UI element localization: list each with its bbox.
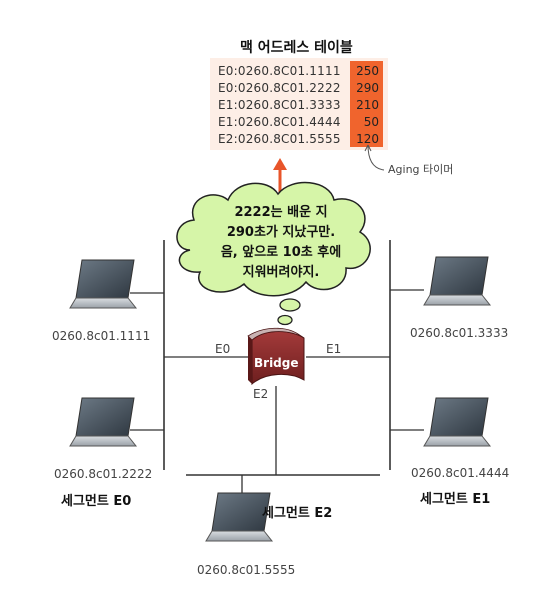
mac-entry-address: E0:0260.8C01.1111: [218, 64, 341, 78]
segment-label-e1: 세그먼트 E1: [420, 492, 491, 507]
host-address: 0260.8c01.3333: [410, 326, 509, 340]
aging-timer-value: 120: [356, 132, 379, 146]
aging-timer-value: 210: [356, 98, 379, 112]
bridge-device-icon: [247, 327, 305, 386]
segment-label-e2: 세그먼트 E2: [262, 506, 333, 521]
bubble-line: 지워버려야지.: [242, 265, 320, 280]
aging-timer-value: 290: [356, 81, 379, 95]
aging-timer-label: Aging 타이머: [388, 163, 454, 176]
laptop-icon: [69, 397, 138, 447]
bubble-text: 2222는 배운 지 290초가 지났구만. 음, 앞으로 10초 후에 지워버…: [196, 203, 366, 283]
bubble-line: 2222는 배운 지: [234, 205, 328, 220]
bridge-label: Bridge: [254, 356, 299, 370]
laptop-icon: [205, 492, 274, 542]
port-label-e1: E1: [326, 342, 342, 356]
aging-timer-value: 50: [363, 115, 379, 129]
mac-table-title: 맥 어드레스 테이블: [240, 40, 353, 56]
aging-timer-column: 250 290 210 50 120: [350, 61, 383, 147]
mac-entry-address: E1:0260.8C01.4444: [218, 115, 341, 129]
aging-pointer-arrowhead: [364, 144, 372, 152]
port-label-e0: E0: [215, 342, 231, 356]
host-address: 0260.8c01.2222: [54, 467, 153, 481]
laptop-icon: [423, 397, 492, 447]
laptop-icon: [423, 256, 492, 306]
mac-address-table: E0:0260.8C01.1111 E0:0260.8C01.2222 E1:0…: [210, 58, 388, 150]
segment-label-e0: 세그먼트 E0: [61, 494, 132, 509]
mac-entry-address: E0:0260.8C01.2222: [218, 81, 341, 95]
bubble-line: 음, 앞으로 10초 후에: [220, 245, 342, 260]
port-label-e2: E2: [253, 387, 269, 401]
aging-timer-value: 250: [356, 64, 379, 78]
host-address: 0260.8c01.4444: [411, 466, 510, 480]
laptop-icon: [69, 259, 138, 309]
mac-entry-address: E1:0260.8C01.3333: [218, 98, 341, 112]
mac-entry-address: E2:0260.8C01.5555: [218, 132, 341, 146]
aging-pointer-line: [367, 144, 385, 171]
host-address: 0260.8c01.5555: [197, 563, 296, 577]
host-address: 0260.8c01.1111: [52, 329, 151, 343]
bubble-line: 290초가 지났구만.: [226, 225, 336, 240]
